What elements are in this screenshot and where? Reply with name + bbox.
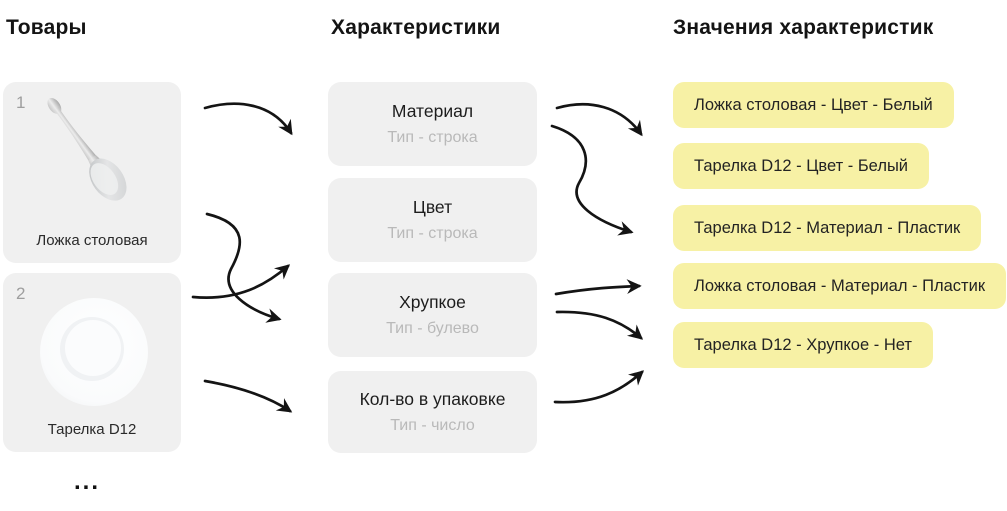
arrow-fragile-to-value-5 [555,310,644,340]
arrow-material-to-value-3 [550,124,634,236]
value-chip: Тарелка D12 - Материал - Пластик [673,205,982,251]
characteristic-name: Материал [391,101,474,121]
characteristic-card-color: Цвет Тип - строка [328,178,537,262]
plate-image [40,298,148,406]
value-chip: Тарелка D12 - Хрупкое - Нет [673,322,933,368]
value-chip: Тарелка D12 - Цвет - Белый [673,143,930,189]
values-column-title: Значения характеристик [673,16,934,39]
arrow-quantity-to-value-5 [553,370,645,404]
arrow-fragile-to-value-4 [554,279,642,296]
product-number: 2 [16,284,26,303]
characteristic-type: Тип - число [390,417,475,434]
arrow-spoon-to-fragile [205,212,282,323]
products-column-title: Товары [6,16,87,39]
product-number: 1 [16,93,26,112]
characteristic-type: Тип - строка [387,225,478,242]
characteristics-column-title: Характеристики [331,16,501,39]
characteristic-name: Цвет [412,197,453,217]
arrow-plate-to-quantity [203,379,293,413]
characteristic-card-quantity: Кол-во в упаковке Тип - число [328,371,537,453]
arrow-plate-to-color [191,264,291,299]
product-card-plate: 2 Тарелка D12 [3,273,181,452]
characteristic-name: Кол-во в упаковке [359,389,506,409]
characteristic-type: Тип - строка [387,129,478,146]
arrow-spoon-to-material [203,102,293,136]
arrow-material-to-value-2 [555,102,643,137]
product-card-spoon: 1 Ложка столовая [3,82,181,263]
product-label: Тарелка D12 [47,421,137,438]
characteristic-card-fragile: Хрупкое Тип - булево [328,273,537,357]
characteristic-name: Хрупкое [399,292,466,312]
characteristic-type: Тип - булево [386,320,479,337]
value-chip: Ложка столовая - Цвет - Белый [673,82,954,128]
product-label: Ложка столовая [36,232,148,249]
value-chip: Ложка столовая - Материал - Пластик [673,263,1007,309]
more-products-ellipsis: ... [74,468,101,495]
characteristic-card-material: Материал Тип - строка [328,82,537,166]
spoon-image [47,98,127,201]
